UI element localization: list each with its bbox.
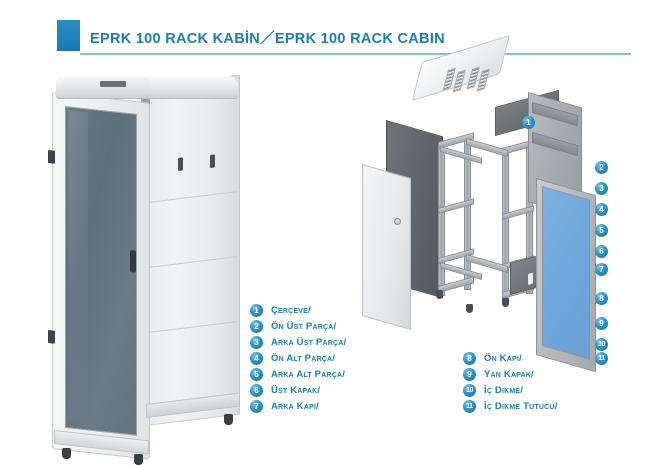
cabinet-door-hinge	[48, 330, 55, 344]
cabinet-caster	[62, 448, 71, 459]
legend-label-11: İç Dikme Tutucu/	[484, 400, 558, 412]
legend-badge-11: 11	[463, 399, 476, 413]
diagram-callout-badge-7: 7	[595, 263, 608, 276]
legend-badge-9: 9	[463, 367, 476, 381]
frame-bottom-cross-rail	[440, 262, 482, 281]
cabinet-door-hinge	[48, 150, 55, 164]
frame-caster	[502, 298, 509, 307]
legend-item-2: 2 Ön Üst Parça/	[250, 318, 346, 334]
legend-label-3: Arka Üst Parça/	[271, 336, 347, 348]
side-cover-panel	[362, 164, 411, 331]
diagram-callout-badge-11: 11	[595, 352, 608, 365]
cabinet-caster	[224, 414, 233, 425]
legend-item-5: 5 Arka Alt Parça/	[250, 366, 346, 382]
legend-label-5: Arka Alt Parça/	[271, 368, 346, 380]
exploded-assembly-diagram	[360, 35, 620, 373]
cabinet-vent-slot	[178, 157, 183, 171]
side-panel-lock-icon	[394, 218, 401, 225]
frame-vertical-post	[502, 150, 509, 304]
legend-badge-6: 6	[250, 383, 263, 397]
legend-label-2: Ön Üst Parça/	[271, 320, 337, 332]
legend-label-8: Ön Kapı/	[484, 352, 522, 364]
legend-label-1: Çerçeve/	[271, 304, 311, 316]
diagram-callout-badge-5: 5	[595, 224, 608, 237]
front-glass-door-pane	[542, 186, 590, 360]
page-title: EPRK 100 RACK KABİN／EPRK 100 RACK CABIN	[90, 31, 445, 47]
legend-badge-7: 7	[250, 399, 263, 413]
cabinet-caster	[134, 454, 143, 465]
frame-top-cross-rail	[440, 146, 482, 165]
legend-label-9: Yan Kapak/	[484, 368, 534, 380]
diagram-callout-badge-10: 10	[595, 338, 608, 351]
diagram-callout-badge-4: 4	[595, 203, 608, 216]
legend-item-10: 10 İç Dikme/	[463, 382, 557, 398]
legend-label-10: İç Dikme/	[484, 384, 524, 396]
legend-item-7: 7 Arka Kapı/	[250, 398, 346, 414]
legend-badge-10: 10	[463, 383, 476, 397]
legend-badge-8: 8	[463, 351, 476, 365]
legend-column-right: 8 Ön Kapı/9 Yan Kapak/10 İç Dikme/11 İç Dikm…	[463, 350, 557, 414]
legend-label-6: Üst Kapak/	[271, 384, 321, 396]
legend-label-7: Arka Kapı/	[271, 400, 319, 412]
legend-item-8: 8 Ön Kapı/	[463, 350, 557, 366]
frame-vertical-post	[438, 144, 445, 296]
header-divider-rule	[80, 53, 631, 55]
legend-item-3: 3 Arka Üst Parça/	[250, 334, 346, 350]
cabinet-glass-reflection	[68, 110, 88, 423]
legend-badge-3: 3	[250, 335, 263, 349]
legend-column-left: 1 Çerçeve/2 Ön Üst Parça/3 Arka Üst Parça/4…	[250, 302, 346, 414]
legend-item-1: 1 Çerçeve/	[250, 302, 346, 318]
frame-caster	[436, 290, 443, 299]
frame-caster	[466, 304, 473, 313]
diagram-callout-badge-1: 1	[522, 116, 535, 129]
legend-item-9: 9 Yan Kapak/	[463, 366, 557, 382]
legend-item-4: 4 Ön Alt Parça/	[250, 350, 346, 366]
legend-label-4: Ön Alt Parça/	[271, 352, 336, 364]
legend-item-11: 11 İç Dikme Tutucu/	[463, 398, 557, 414]
cabinet-door-handle	[130, 250, 136, 273]
diagram-callout-badge-6: 6	[595, 245, 608, 258]
diagram-callout-badge-3: 3	[595, 182, 608, 195]
cabinet-side-panel	[146, 74, 240, 426]
diagram-callout-badge-2: 2	[595, 161, 608, 174]
cabinet-top-label-strip	[100, 81, 126, 87]
legend-item-6: 6 Üst Kapak/	[250, 382, 346, 398]
diagram-callout-badge-8: 8	[595, 292, 608, 305]
cabinet-vent-slot	[210, 154, 215, 168]
assembled-cabinet-photo	[38, 62, 248, 465]
lower-panel-vent-hole	[528, 272, 533, 285]
header-accent-block	[57, 20, 80, 51]
legend-badge-1: 1	[250, 303, 263, 317]
legend-badge-5: 5	[250, 367, 263, 381]
legend-badge-2: 2	[250, 319, 263, 333]
frame-top-cross-rail	[466, 138, 508, 158]
legend-badge-4: 4	[250, 351, 263, 365]
diagram-callout-badge-9: 9	[595, 317, 608, 330]
